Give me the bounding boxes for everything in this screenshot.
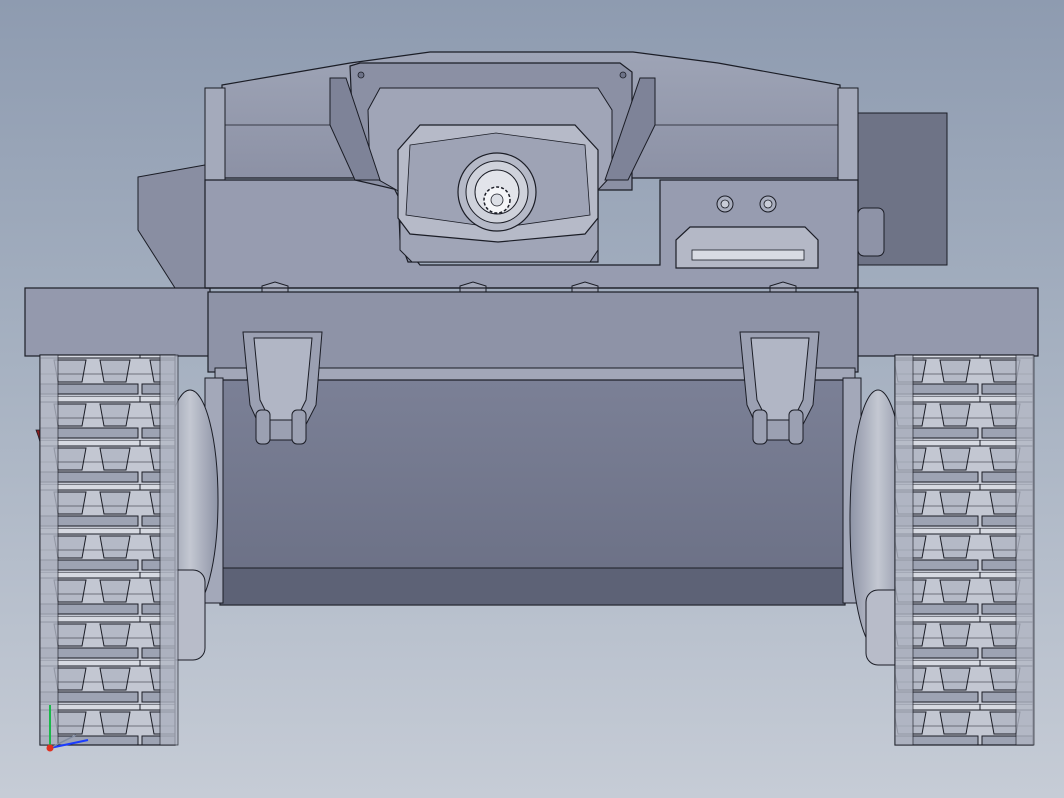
coordinate-triad-icon xyxy=(46,705,89,752)
headlight xyxy=(857,207,885,257)
right-cheek-armor xyxy=(604,77,656,181)
tow-bracket-left xyxy=(242,331,323,445)
hinge-brackets xyxy=(261,281,797,293)
right-fender xyxy=(854,287,1039,357)
driver-visor xyxy=(675,226,819,269)
rear-left-bin xyxy=(137,164,206,289)
left-fender xyxy=(24,287,211,357)
tow-bracket-right xyxy=(739,331,820,445)
right-track xyxy=(894,354,1035,746)
left-cheek-armor xyxy=(329,77,381,181)
left-track xyxy=(39,354,179,746)
